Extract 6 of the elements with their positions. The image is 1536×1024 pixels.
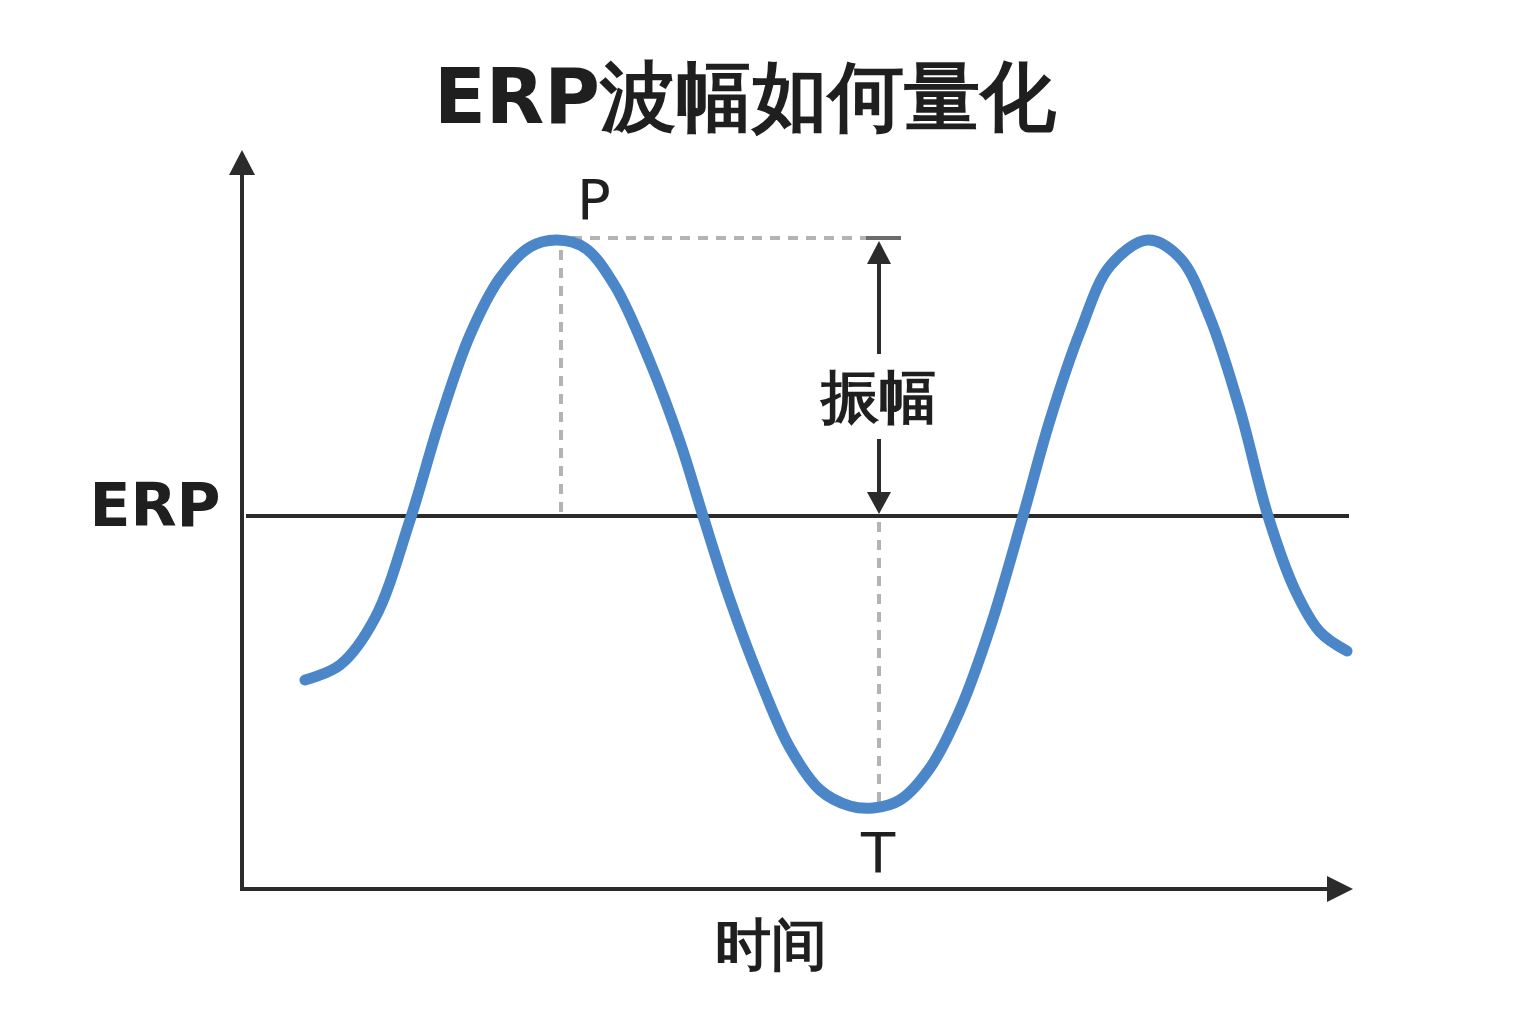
trough-label: T bbox=[860, 825, 896, 881]
baseline-label: ERP bbox=[89, 475, 221, 535]
peak-label: P bbox=[577, 172, 611, 228]
chart-title: ERP波幅如何量化 bbox=[433, 59, 1057, 135]
amplitude-label: 振幅 bbox=[821, 368, 937, 426]
x-axis-label: 时间 bbox=[715, 917, 827, 973]
